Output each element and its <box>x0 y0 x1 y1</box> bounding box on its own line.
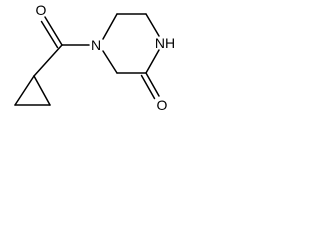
structure-diagram: N NH O O <box>14 2 175 113</box>
ketone-o-label: O <box>36 2 47 18</box>
ring-n-label: N <box>91 37 101 53</box>
ring-bond-lower-n <box>102 50 118 74</box>
amide-double-bond-b <box>140 74 156 100</box>
ring-bond-nh-c <box>145 49 160 74</box>
amide-nh-label: NH <box>155 35 175 51</box>
ring-bond-to-nh <box>145 13 160 37</box>
amide-o-label: O <box>157 97 168 113</box>
cyclopropyl-bond-top-right <box>33 75 51 106</box>
cyclopropyl-bond-top-left <box>14 75 35 106</box>
amide-double-bond-a <box>145 72 160 97</box>
ring-bond-n-c-upper <box>102 13 118 40</box>
ketone-double-bond-a <box>44 16 63 46</box>
ketone-double-bond-b <box>40 20 59 49</box>
cyclopropyl-carbonyl-bond <box>33 44 63 77</box>
